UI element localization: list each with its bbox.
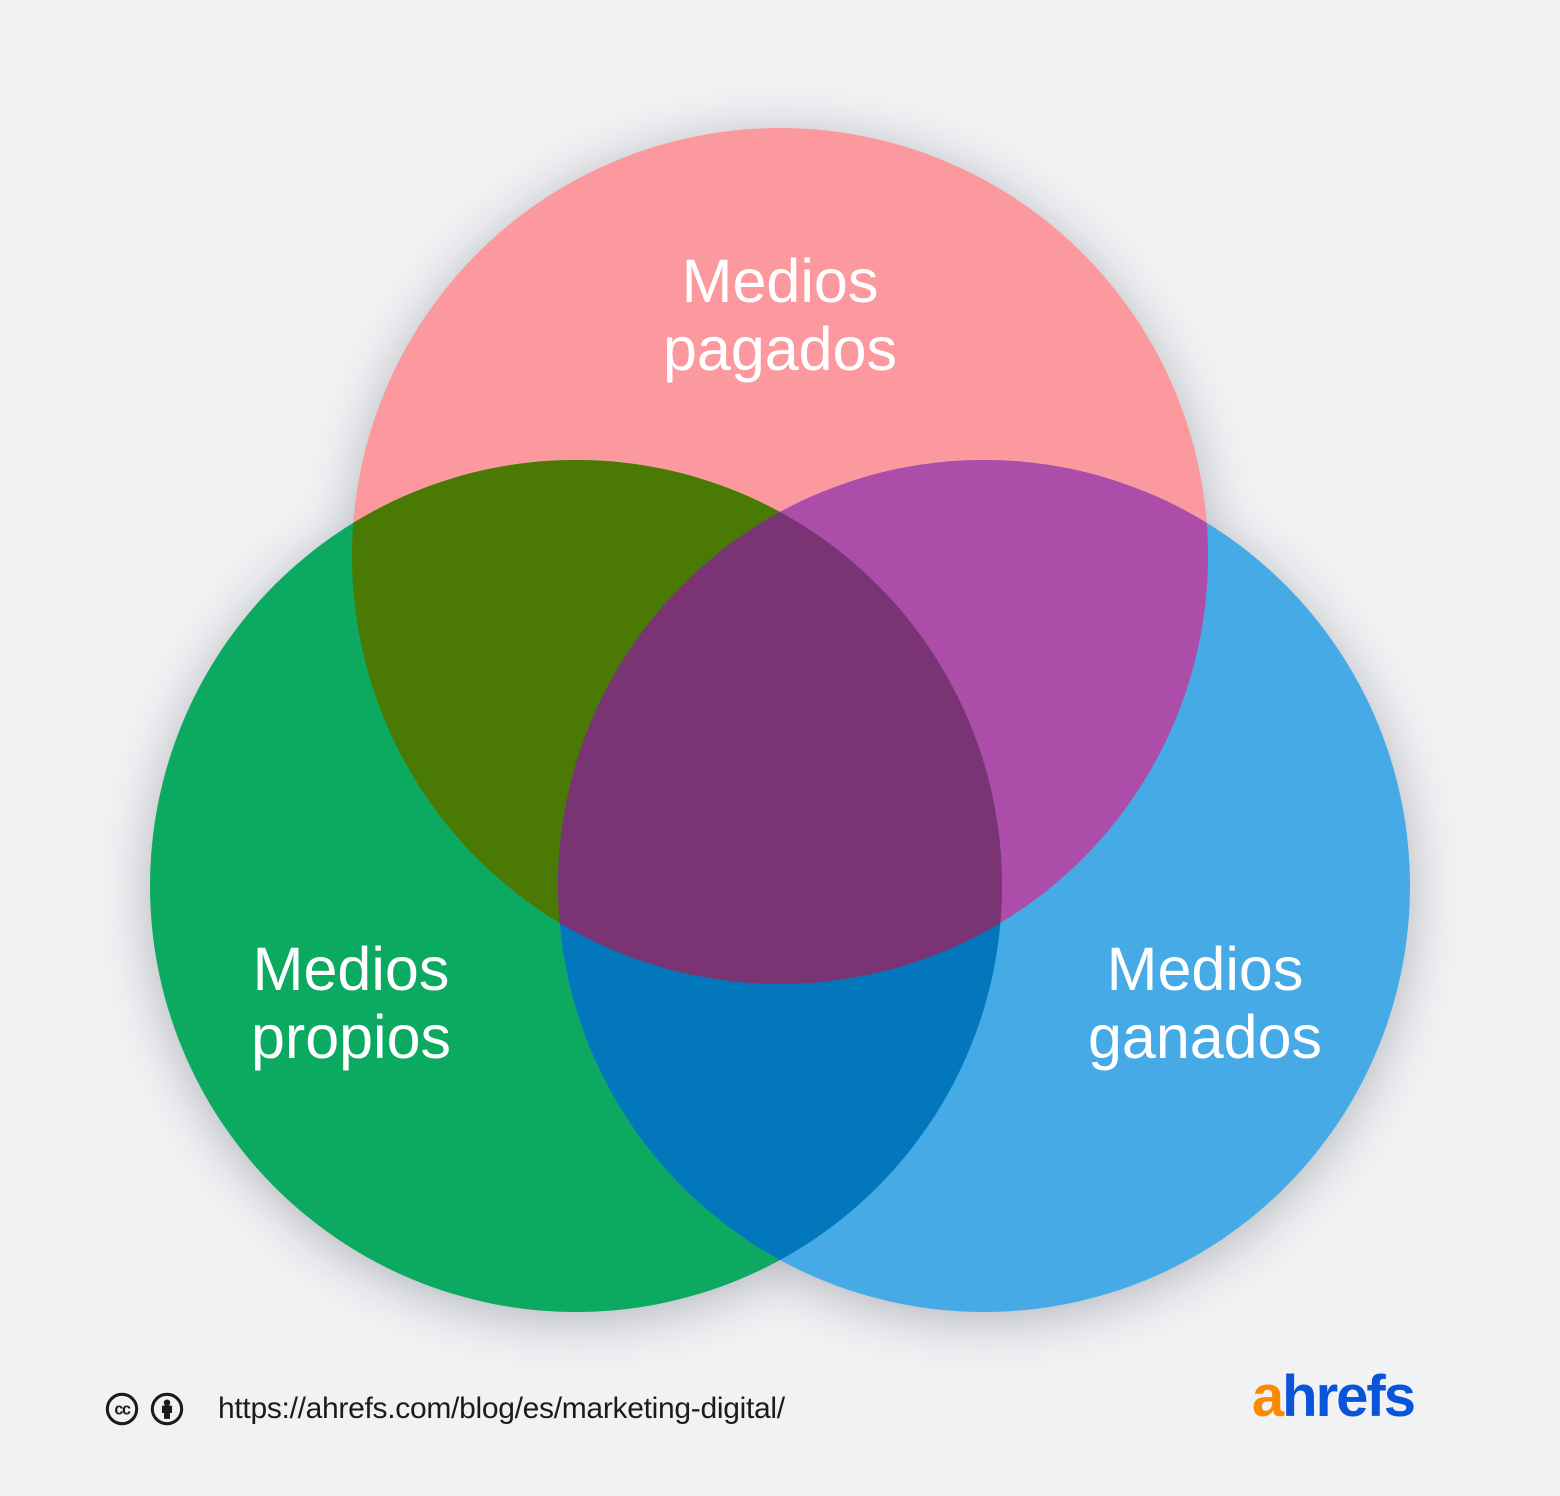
ahrefs-logo-prefix: a [1251,1364,1284,1429]
ahrefs-logo-suffix: hrefs [1282,1364,1416,1429]
cc-icon: cc [104,1391,140,1427]
ahrefs-logo[interactable]: ahrefs [1252,1368,1416,1426]
label-medios-propios-line1: Medios [253,935,450,1003]
overlap-center [558,460,1002,984]
attribution-icon [149,1391,185,1427]
source-url[interactable]: https://ahrefs.com/blog/es/marketing-dig… [218,1392,785,1425]
footer-license: cc https://ahrefs.com/blog/es/marketing-… [104,1391,785,1427]
label-medios-ganados-line2: ganados [1088,1003,1322,1071]
label-medios-pagados-line2: pagados [663,315,897,383]
label-medios-propios-line2: propios [251,1003,451,1071]
label-medios-ganados-line1: Medios [1107,935,1304,1003]
label-medios-pagados-line1: Medios [682,247,879,315]
svg-text:cc: cc [114,1400,131,1418]
